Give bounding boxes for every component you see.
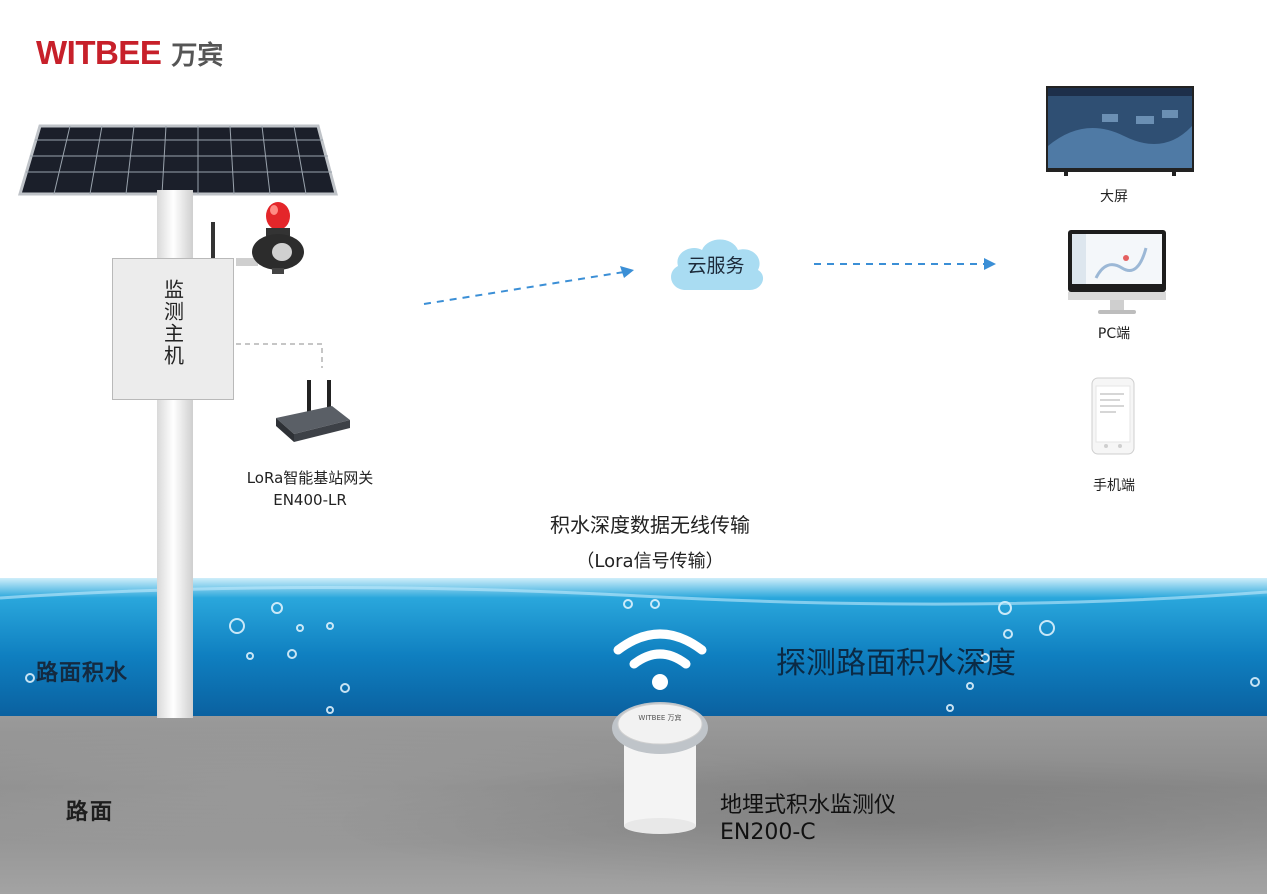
road-surface-label: 路面 <box>66 800 115 825</box>
water-depth-label: 探测路面积水深度 <box>776 646 1016 681</box>
device-label-pc: PC端 <box>1097 326 1131 342</box>
brand-name-cn: 万宾 <box>171 41 224 71</box>
cloud-service-icon <box>671 239 764 290</box>
monitor-host-box: 监测主机 <box>112 258 234 400</box>
transmission-subtitle: （Lora信号传输） <box>576 551 724 572</box>
monitor-host-label: 监测主机 <box>160 279 185 367</box>
gateway-model: EN400-LR <box>273 491 347 509</box>
device-label-large-screen: 大屏 <box>1100 189 1128 205</box>
cloud-service-label: 云服务 <box>687 255 745 277</box>
brand-name-en: WITBEE <box>36 34 162 71</box>
host-gateway-connector <box>236 343 323 368</box>
water-sensor-icon <box>612 702 708 834</box>
brand-logo: WITBEE 万宾 <box>36 34 223 72</box>
sensor-name: 地埋式积水监测仪 <box>720 793 897 818</box>
large-screen-icon <box>1046 86 1194 176</box>
sensor-model: EN200-C <box>720 820 816 845</box>
solar-panel-icon <box>18 124 338 196</box>
water-bubbles <box>0 585 1267 714</box>
wifi-signal-icon <box>613 629 707 690</box>
desktop-monitor-icon <box>1068 230 1166 314</box>
host-antenna-icon <box>211 222 215 258</box>
device-label-mobile: 手机端 <box>1093 478 1135 494</box>
arrow-to-cloud <box>423 266 634 305</box>
road-water-zone-label: 路面积水 <box>36 661 129 686</box>
mobile-phone-icon <box>1091 377 1135 455</box>
alarm-light-icon <box>236 202 304 274</box>
gateway-name: LoRa智能基站网关 <box>246 469 374 487</box>
transmission-title: 积水深度数据无线传输 <box>550 513 750 537</box>
lora-gateway-icon <box>276 380 350 442</box>
sensor-cap-text: WITBEE 万宾 <box>638 714 682 722</box>
arrow-to-devices <box>814 258 996 270</box>
